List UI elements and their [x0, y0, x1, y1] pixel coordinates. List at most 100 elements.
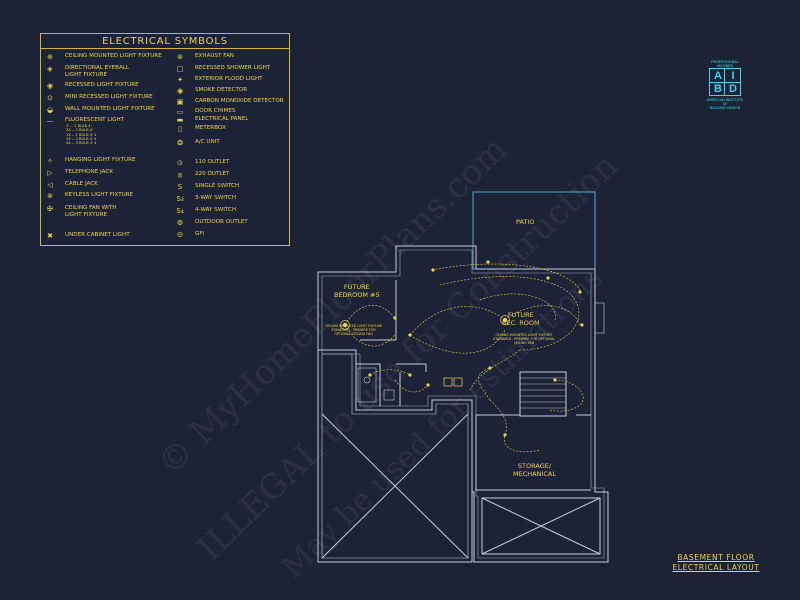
patio-label: PATIO	[516, 218, 535, 226]
electrical-devices	[342, 260, 584, 437]
ceiling-light-icon: ⊕	[47, 53, 53, 61]
legend-item-label: 220 OUTLET	[195, 171, 230, 177]
aibd-logo: PROFESSIONAL MEMBER A I B D AMERICAN INS…	[700, 60, 750, 120]
legend-item: S SINGLE SWITCH	[173, 183, 239, 191]
legend-divider	[41, 48, 289, 49]
patio-outline	[472, 191, 596, 270]
legend-item: ▬ ELECTRICAL PANEL	[173, 116, 249, 124]
legend-item: ❂ A/C UNIT	[173, 139, 220, 147]
hanging-light-icon: ✧	[47, 157, 53, 165]
legend-item-label: UNDER CABINET LIGHT	[65, 232, 130, 238]
bathtub	[357, 367, 377, 403]
cable-jack-icon: ◁	[47, 181, 53, 189]
keyless-light-icon: ⊗	[47, 192, 53, 200]
fluorescent-bulb-notes: 2' -- 1 BULB 4' 2X -- 2 BULB 4' 1X -- 1 …	[66, 124, 97, 146]
wall-light-icon: ◒	[46, 106, 54, 114]
legend-item: ⦶ 110 OUTLET	[173, 159, 229, 167]
legend-item-label: EXTERIOR FLOOD LIGHT	[195, 76, 263, 82]
legend-item: —FLUORESCENT LIGHT	[43, 117, 125, 125]
legend-item: ⦻ 220 OUTLET	[173, 171, 230, 179]
rec-room-label: FUTURE REC. ROOM	[502, 311, 540, 327]
legend-item: ◈DIRECTIONAL EYEBALL LIGHT FIXTURE	[43, 65, 129, 78]
legend-item-label: CEILING MOUNTED LIGHT FIXTURE	[65, 53, 162, 59]
electrical-panel-icon: ▬	[176, 116, 184, 124]
legend-item-label: GFI	[195, 231, 205, 237]
legend-item: ✖ UNDER CABINET LIGHT	[43, 232, 130, 240]
gfi-icon: ⨸	[177, 231, 183, 239]
logo-member-text: PROFESSIONAL MEMBER	[711, 60, 739, 68]
legend-item-label: HANGING LIGHT FIXTURE	[65, 157, 136, 163]
legend-item: ⊛ EXHAUST FAN	[173, 53, 234, 61]
unexcavated-x-2	[321, 413, 469, 559]
meterbox-icon: ▯	[178, 125, 182, 133]
four-way-switch-icon: S₄	[176, 207, 184, 215]
legend-item-label: OUTDOOR OUTLET	[195, 219, 248, 225]
legend-item-label: DOOR CHIMES	[195, 108, 236, 114]
legend-item-label: 110 OUTLET	[195, 159, 230, 165]
legend-item: ◒ WALL MOUNTED LIGHT FIXTURE	[43, 106, 155, 114]
crawl-space	[481, 497, 601, 555]
legend-item: ◉ SMOKE DETECTOR	[173, 87, 247, 95]
legend-item-label: CEILING FAN WITH LIGHT FIXTURE	[65, 205, 117, 218]
electrical-symbols-legend: ELECTRICAL SYMBOLS ⊕ CEILING MOUNTED LIGH…	[40, 33, 290, 246]
exhaust-fan-icon: ⊛	[177, 53, 183, 61]
legend-item-label: WALL MOUNTED LIGHT FIXTURE	[65, 106, 155, 112]
sheet-title-line-2: ELECTRICAL LAYOUT	[672, 563, 760, 572]
legend-item: ✧ HANGING LIGHT FIXTURE	[43, 157, 136, 165]
legend-item: S₄ 4-WAY SWITCH	[173, 207, 236, 215]
legend-item: ⨸ GFI	[173, 231, 204, 239]
legend-item-label: A/C UNIT	[195, 139, 220, 145]
legend-item: ▭ DOOR CHIMES	[173, 108, 236, 116]
logo-emblem: A I B D	[709, 68, 741, 96]
legend-item-label: RECESSED SHOWER LIGHT	[195, 65, 271, 71]
sheet-title: BASEMENT FLOOR ELECTRICAL LAYOUT	[668, 553, 764, 573]
bedroom-label: FUTURE BEDROOM #5	[334, 283, 380, 299]
legend-item-label: SINGLE SWITCH	[195, 183, 240, 189]
legend-item: ⊙ MINI RECESSED LIGHT FIXTURE	[43, 94, 153, 102]
legend-item: S₃ 3-WAY SWITCH	[173, 195, 236, 203]
door-chimes-icon: ▭	[176, 108, 184, 116]
logo-letter-i: I	[731, 70, 735, 82]
legend-item-label: TELEPHONE JACK	[65, 169, 113, 175]
smoke-detector-icon: ◉	[176, 87, 184, 95]
legend-item-label: CARBON MONOXIDE DETECTOR	[195, 98, 284, 104]
legend-item-label: SMOKE DETECTOR	[195, 87, 248, 93]
fluorescent-light-icon: —	[46, 117, 54, 125]
ac-unit-icon: ❂	[177, 139, 183, 147]
bedroom-partition	[360, 280, 397, 341]
legend-item-label: EXHAUST FAN	[195, 53, 234, 59]
legend-item: ▣ CARBON MONOXIDE DETECTOR	[173, 98, 284, 106]
legend-title: ELECTRICAL SYMBOLS	[102, 36, 228, 47]
logo-letter-b: B	[714, 83, 722, 95]
co-detector-icon: ▣	[176, 98, 184, 106]
bathroom-walls	[356, 363, 427, 406]
legend-item-label: 3-WAY SWITCH	[195, 195, 237, 201]
under-cabinet-light-icon: ✖	[47, 232, 53, 240]
legend-item: □ RECESSED SHOWER LIGHT	[173, 65, 271, 73]
three-way-switch-icon: S₃	[176, 195, 184, 203]
logo-letter-d: D	[729, 83, 737, 95]
legend-item: ⨷OUTDOOR OUTLET	[173, 219, 248, 227]
bedroom-fixture-note: CEILING MOUNTED LIGHT FIXTURE STANDARD -…	[325, 324, 383, 336]
legend-item: ✠CEILING FAN WITH LIGHT FIXTURE	[43, 205, 116, 218]
legend-item-label: MINI RECESSED LIGHT FIXTURE	[65, 94, 153, 100]
outlet-220-icon: ⦻	[177, 171, 183, 179]
single-switch-icon: S	[177, 183, 183, 191]
electrical-circuits	[344, 263, 584, 453]
legend-item: ◁CABLE JACK	[43, 181, 98, 189]
legend-item-label: RECESSED LIGHT FIXTURE	[65, 82, 139, 88]
mini-recessed-light-icon: ⊙	[47, 94, 53, 102]
legend-item-label: METERBOX	[195, 125, 226, 131]
legend-item-label: DIRECTIONAL EYEBALL LIGHT FIXTURE	[65, 65, 130, 78]
shower-light-icon: □	[176, 65, 184, 73]
legend-item: ✦EXTERIOR FLOOD LIGHT	[173, 76, 263, 84]
legend-item: ▷ TELEPHONE JACK	[43, 169, 113, 177]
sheet-title-line-1: BASEMENT FLOOR	[677, 553, 755, 562]
legend-item-label: ELECTRICAL PANEL	[195, 116, 249, 122]
legend-item: ⊕ CEILING MOUNTED LIGHT FIXTURE	[43, 53, 162, 61]
legend-item-label: 4-WAY SWITCH	[195, 207, 237, 213]
staircase	[519, 371, 567, 417]
outlet-110-icon: ⦶	[177, 159, 183, 167]
telephone-jack-icon: ▷	[47, 169, 53, 177]
